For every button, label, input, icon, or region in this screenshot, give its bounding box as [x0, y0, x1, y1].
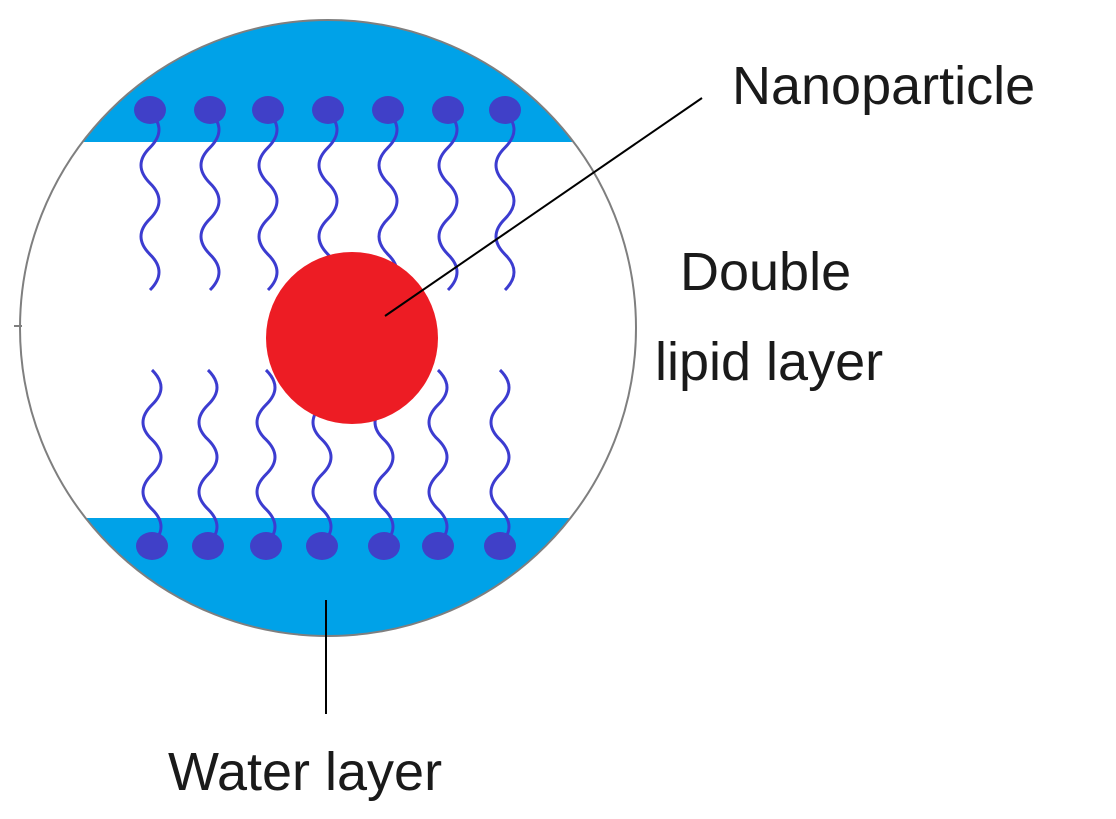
lipid-head	[368, 532, 400, 560]
lipid-layer-bottom	[136, 368, 516, 560]
lipid-head	[194, 96, 226, 124]
lipid-tail	[141, 368, 163, 546]
lipid-head	[136, 532, 168, 560]
lipid-tail	[139, 110, 161, 292]
lipid-tail	[494, 110, 516, 292]
lipid-head	[250, 532, 282, 560]
lipid-head	[134, 96, 166, 124]
double-lipid-label-line1: Double	[680, 242, 851, 302]
nanoparticle-leader-line	[384, 97, 703, 317]
lipid-head	[192, 532, 224, 560]
nanoparticle-label: Nanoparticle	[732, 56, 1035, 116]
liposome-outline	[19, 19, 637, 637]
lipid-tail	[427, 368, 449, 546]
lipid-head	[312, 96, 344, 124]
lipid-head	[422, 532, 454, 560]
nanoparticle	[266, 252, 438, 424]
lipid-tail	[489, 368, 511, 546]
water-layer-bottom	[20, 518, 636, 636]
lipid-tail	[257, 110, 279, 292]
lipid-tail	[377, 110, 399, 292]
water-layer-label: Water layer	[168, 742, 442, 802]
lipid-layer-top	[134, 96, 521, 292]
lipid-head	[306, 532, 338, 560]
lipid-tail	[197, 368, 219, 546]
lipid-tail	[437, 110, 459, 292]
lipid-tail	[255, 368, 277, 546]
lipid-head	[372, 96, 404, 124]
lipid-head	[432, 96, 464, 124]
lipid-head	[484, 532, 516, 560]
lipid-tail	[199, 110, 221, 292]
lipid-head	[252, 96, 284, 124]
double-lipid-label-line2: lipid layer	[655, 332, 883, 392]
lipid-head	[489, 96, 521, 124]
